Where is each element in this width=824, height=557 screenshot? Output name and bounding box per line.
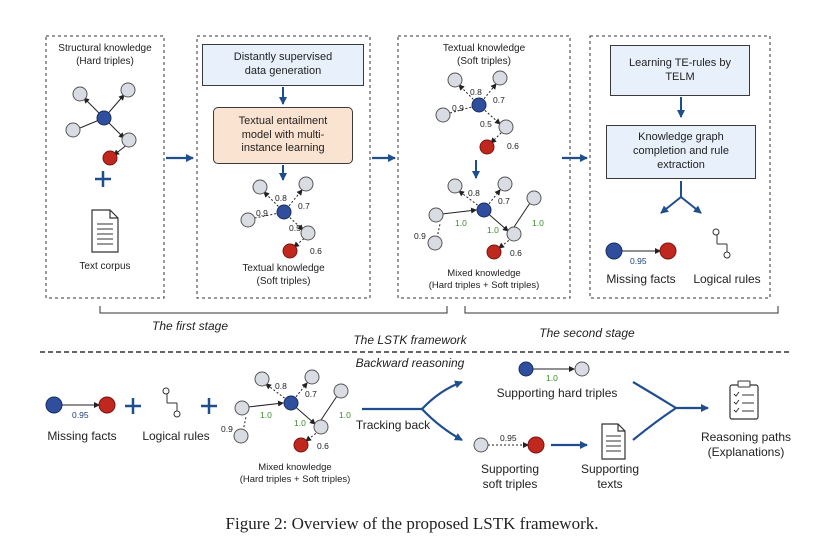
- mixed-graph-p3: [427, 176, 542, 260]
- bracket-first-stage: [99, 306, 448, 314]
- soft-graph-p3: [435, 70, 514, 155]
- textual-knowledge-caption-p2: Textual knowledge (Soft triples): [242, 263, 325, 287]
- panel-second-stage: [589, 35, 771, 299]
- missing-facts-label-p4: Missing facts: [606, 272, 676, 286]
- weight-label: 0.9: [452, 103, 464, 113]
- backward-reasoning-label: Backward reasoning: [355, 356, 465, 370]
- missing-facts-label-bottom: Missing facts: [47, 429, 117, 443]
- structural-knowledge-title: Structural knowledge (Hard triples): [58, 43, 152, 67]
- weight-label-hard: 1.0: [546, 373, 558, 383]
- weight-label: 0.5: [480, 119, 492, 129]
- panel-textual-mixed: [397, 35, 571, 299]
- missing-fact-edge-bottom: [45, 396, 116, 414]
- textual-entailment-box: Textual entailment model with multi- ins…: [213, 107, 353, 164]
- second-stage-label: The second stage: [539, 326, 635, 340]
- weight-label: 0.7: [493, 95, 505, 105]
- weight-label: 0.6: [317, 441, 329, 451]
- soft-graph-p2: [240, 176, 316, 259]
- plus-icon: [125, 398, 141, 414]
- weight-label: 0.9: [256, 208, 268, 218]
- weight-label: 0.8: [275, 381, 287, 391]
- textual-knowledge-title-p3: Textual knowledge (Soft triples): [442, 43, 526, 67]
- clipboard-checklist-icon: [729, 380, 759, 420]
- framework-label: The LSTK framework: [353, 333, 467, 347]
- logical-rules-label-bottom: Logical rules: [142, 429, 210, 443]
- weight-label: 0.95: [500, 433, 517, 443]
- mixed-knowledge-caption-bottom: Mixed knowledge (Hard triples + Soft tri…: [239, 462, 351, 485]
- weight-label-hard: 1.0: [339, 410, 351, 420]
- weight-label: 0.7: [498, 196, 510, 206]
- weight-label: 0.6: [510, 248, 522, 258]
- figure-caption: Figure 2: Overview of the proposed LSTK …: [225, 514, 599, 533]
- mixed-graph-bottom: [233, 369, 349, 453]
- weight-label: 0.9: [221, 424, 233, 434]
- logical-rules-label-p4: Logical rules: [693, 272, 761, 286]
- weight-label-hard: 1.0: [532, 218, 544, 228]
- supporting-hard-triples-label: Supporting hard triples: [496, 386, 618, 400]
- supporting-hard-triple-edge: [518, 361, 590, 377]
- weight-label: 0.95: [630, 256, 647, 266]
- weight-label: 0.95: [72, 410, 89, 420]
- fork-arrow-p4: [660, 181, 702, 214]
- tracking-back-label: Tracking back: [355, 418, 431, 432]
- mixed-knowledge-caption-p3: Mixed knowledge (Hard triples + Soft tri…: [428, 268, 540, 291]
- weight-label-hard: 1.0: [487, 225, 499, 235]
- supporting-texts-document-icon: [601, 423, 626, 460]
- logical-rule-icon-bottom: [162, 387, 181, 418]
- weight-label: 0.8: [470, 87, 482, 97]
- weight-label: 0.9: [414, 231, 426, 241]
- supporting-soft-triples-label: Supporting soft triples: [480, 462, 540, 491]
- plus-icon: [95, 171, 111, 187]
- weight-label: 0.6: [310, 246, 322, 256]
- plus-icon: [201, 398, 217, 414]
- weight-label-hard: 1.0: [455, 218, 467, 228]
- bracket-second-stage: [464, 306, 779, 314]
- panel-first-stage: [196, 35, 371, 299]
- panel-structural-knowledge: [45, 35, 165, 299]
- weight-label: 0.8: [468, 188, 480, 198]
- weight-label: 0.7: [305, 389, 317, 399]
- missing-fact-edge-p4: [605, 242, 677, 260]
- distant-supervision-box: Distantly supervised data generation: [202, 44, 364, 86]
- weight-label: 0.6: [507, 141, 519, 151]
- text-corpus-label: Text corpus: [79, 261, 131, 272]
- kg-completion-box: Knowledge graph completion and rule extr…: [606, 125, 756, 179]
- weight-label: 0.8: [275, 193, 287, 203]
- reasoning-paths-label: Reasoning paths (Explanations): [700, 430, 792, 459]
- merge-arrow: [632, 381, 709, 441]
- supporting-texts-label: Supporting texts: [580, 462, 640, 491]
- structural-graph: [65, 82, 137, 166]
- supporting-soft-triple-edge: [473, 436, 545, 454]
- telm-box: Learning TE-rules by TELM: [610, 45, 750, 96]
- text-corpus-document-icon: [91, 209, 119, 253]
- logical-rule-icon-p4: [712, 228, 731, 259]
- weight-label-hard: 1.0: [294, 418, 306, 428]
- weight-label: 0.7: [298, 201, 310, 211]
- tracking-back-fork-arrow: [362, 380, 463, 441]
- first-stage-label: The first stage: [151, 319, 229, 333]
- weight-label: 0.5: [289, 223, 301, 233]
- weight-label-hard: 1.0: [260, 410, 272, 420]
